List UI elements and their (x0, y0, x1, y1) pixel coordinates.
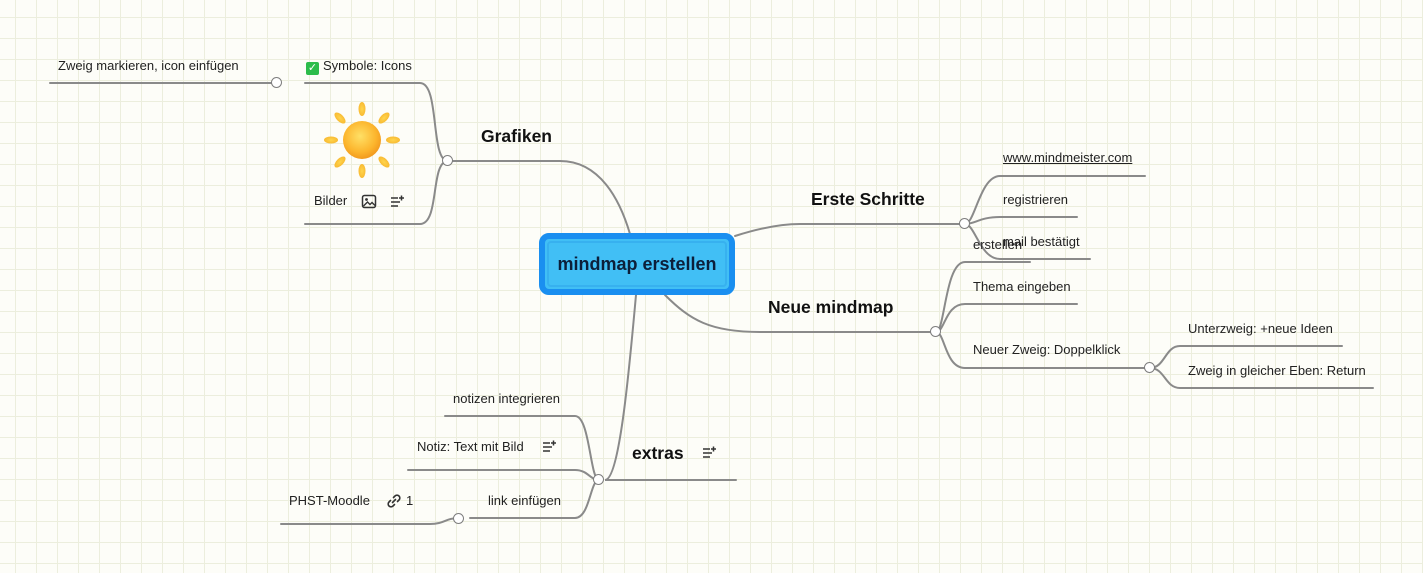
node-link[interactable]: link einfügen (488, 493, 561, 508)
branch-knob-erste-schritte[interactable] (959, 218, 970, 229)
notes-icon[interactable] (702, 446, 717, 459)
root-label: mindmap erstellen (557, 253, 717, 274)
check-icon: ✓ (306, 62, 319, 75)
branch-erste-schritte[interactable]: Erste Schritte (811, 189, 925, 209)
node-zweig-markieren[interactable]: Zweig markieren, icon einfügen (58, 58, 239, 73)
node-neuer-zweig[interactable]: Neuer Zweig: Doppelklick (973, 342, 1121, 357)
sun-icon (324, 102, 400, 178)
root-node[interactable]: mindmap erstellen (539, 233, 735, 295)
node-symbole-label: Symbole: Icons (323, 58, 412, 73)
node-gleiche-ebene[interactable]: Zweig in gleicher Eben: Return (1188, 363, 1366, 378)
notes-icon[interactable] (390, 195, 405, 208)
node-registrieren[interactable]: registrieren (1003, 192, 1069, 207)
branch-extras[interactable]: extras (632, 443, 684, 463)
node-bilder-label: Bilder (314, 193, 348, 208)
node-symbole[interactable]: ✓ Symbole: Icons (306, 58, 412, 75)
link-count: 1 (406, 493, 414, 508)
branch-neue-mindmap[interactable]: Neue mindmap (768, 297, 894, 317)
node-unterzweig[interactable]: Unterzweig: +neue Ideen (1188, 321, 1333, 336)
node-knob-symbole[interactable] (271, 77, 282, 88)
notes-icon[interactable] (542, 440, 557, 453)
node-thema[interactable]: Thema eingeben (973, 279, 1071, 294)
node-knob-link[interactable] (453, 513, 464, 524)
branch-knob-grafiken[interactable] (442, 155, 453, 166)
node-bilder[interactable]: Bilder (314, 193, 347, 208)
node-mail[interactable]: mail bestätigt (1003, 234, 1080, 249)
node-notiz[interactable]: Notiz: Text mit Bild (417, 439, 524, 454)
branch-knob-extras[interactable] (593, 474, 604, 485)
image-icon[interactable] (361, 194, 377, 209)
branch-grafiken[interactable]: Grafiken (481, 126, 552, 146)
node-website[interactable]: www.mindmeister.com (1003, 150, 1132, 165)
link-icon[interactable] (386, 493, 402, 509)
node-knob-neuer-zweig[interactable] (1144, 362, 1155, 373)
node-erstellen[interactable]: erstellen (973, 237, 1023, 252)
node-notizen[interactable]: notizen integrieren (453, 391, 560, 406)
node-moodle[interactable]: PHST-Moodle (289, 493, 370, 508)
branch-knob-neue-mindmap[interactable] (930, 326, 941, 337)
website-link[interactable]: www.mindmeister.com (1003, 150, 1133, 165)
